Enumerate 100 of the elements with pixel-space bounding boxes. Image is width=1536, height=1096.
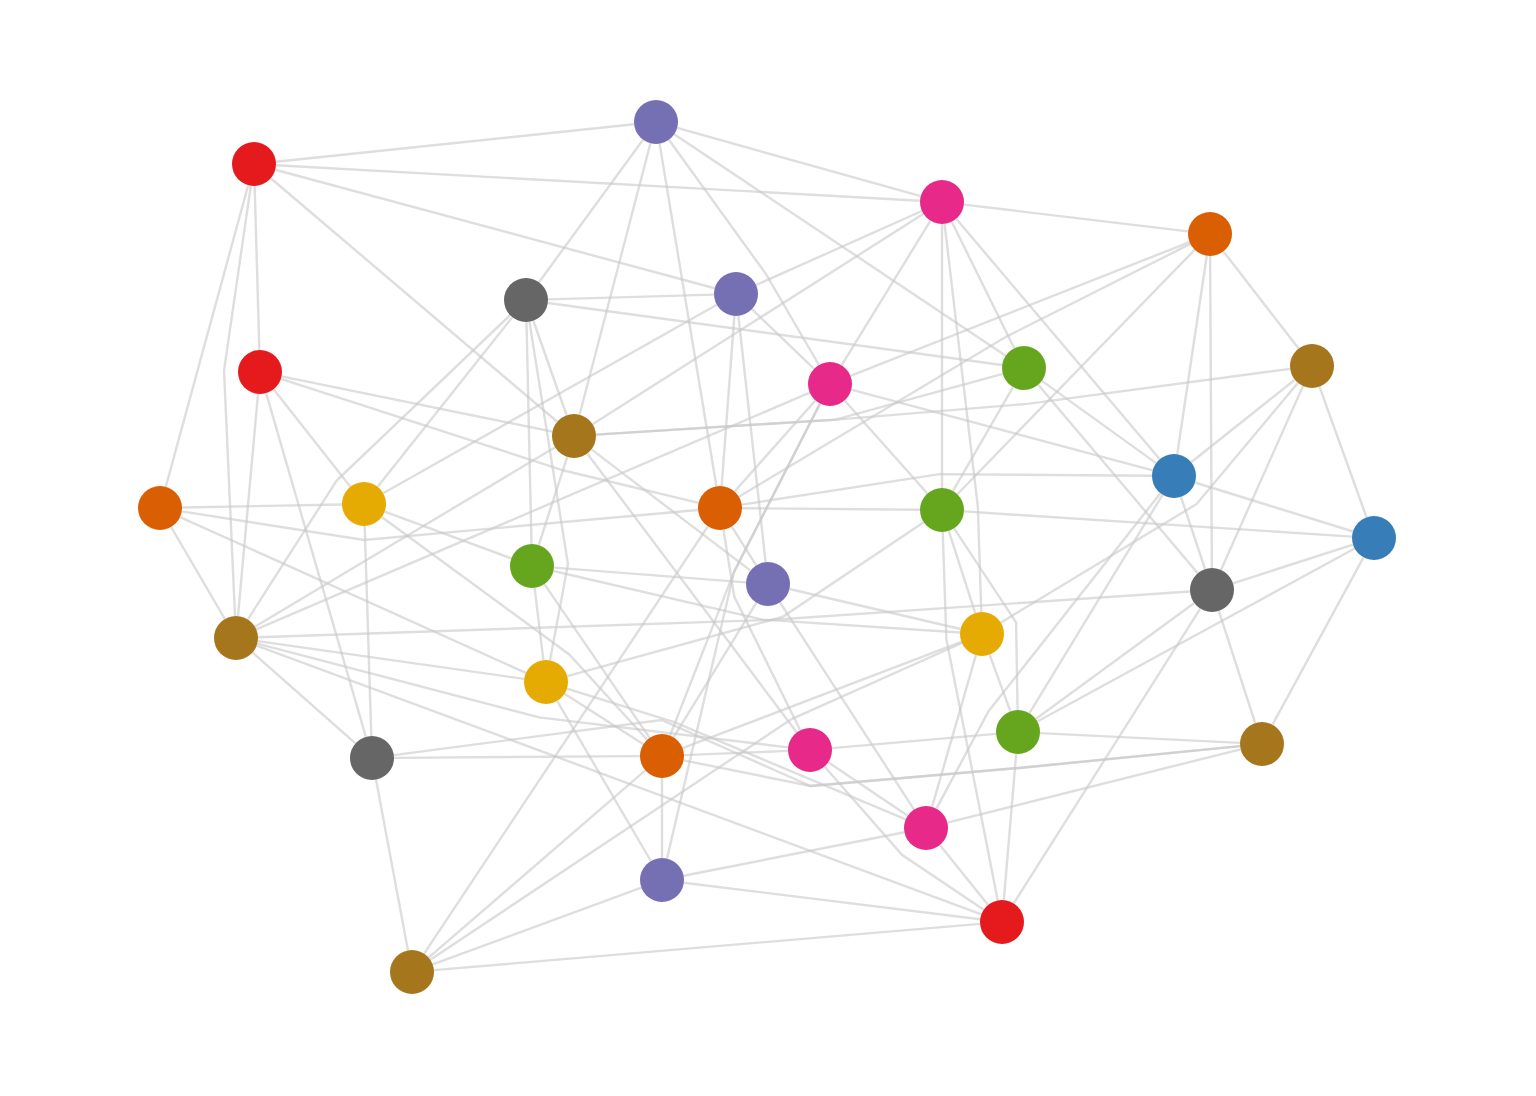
connection-line xyxy=(1318,386,1368,518)
network-node xyxy=(238,350,282,394)
connection-line xyxy=(751,308,815,370)
connection-line xyxy=(1036,547,1356,723)
connection-line xyxy=(556,700,652,862)
connection-line xyxy=(170,526,226,620)
connection-line xyxy=(823,765,985,911)
network-node xyxy=(634,100,678,144)
network-node xyxy=(504,278,548,322)
connection-line xyxy=(947,748,1241,824)
connection-line xyxy=(988,654,1012,712)
connection-line xyxy=(393,718,1241,788)
connection-line xyxy=(741,472,1152,506)
network-node xyxy=(996,710,1040,754)
connection-line xyxy=(257,590,1191,639)
connection-line xyxy=(951,386,1015,492)
network-node xyxy=(714,272,758,316)
connection-line xyxy=(755,209,923,287)
network-node xyxy=(904,806,948,850)
connection-line xyxy=(1217,610,1257,724)
network-node xyxy=(960,612,1004,656)
connection-line xyxy=(789,587,961,631)
connection-line xyxy=(672,602,758,738)
connection-line xyxy=(963,510,1353,538)
connection-line xyxy=(543,583,651,739)
network-node xyxy=(1290,344,1334,388)
connection-line xyxy=(429,641,963,961)
connection-line xyxy=(254,446,556,628)
network-node xyxy=(1190,568,1234,612)
network-node xyxy=(808,362,852,406)
connection-line xyxy=(683,831,905,877)
connection-line xyxy=(935,492,1162,810)
connection-line xyxy=(553,566,747,584)
network-node xyxy=(552,414,596,458)
connection-line xyxy=(525,321,533,545)
network-node xyxy=(788,728,832,772)
connection-line xyxy=(1012,607,1202,905)
connection-line xyxy=(264,392,368,738)
connection-line xyxy=(181,508,699,542)
network-node xyxy=(232,142,276,186)
connection-line xyxy=(257,639,525,681)
connection-line xyxy=(1208,256,1214,568)
connection-line xyxy=(280,377,699,505)
connection-line xyxy=(384,510,512,560)
connection-line xyxy=(251,651,357,745)
connection-line xyxy=(683,881,981,921)
connection-line xyxy=(930,654,978,808)
connection-line xyxy=(1041,379,1157,465)
connection-line xyxy=(955,218,1161,460)
connection-line xyxy=(850,240,1190,378)
network-node xyxy=(746,562,790,606)
connection-line xyxy=(676,126,922,198)
connection-line xyxy=(840,220,932,366)
network-node xyxy=(524,660,568,704)
connection-line xyxy=(181,503,343,509)
connection-line xyxy=(164,184,250,488)
network-node xyxy=(980,900,1024,944)
connection-line xyxy=(733,399,817,493)
connection-line xyxy=(956,248,1196,496)
connection-line xyxy=(722,529,802,731)
connection-line xyxy=(682,640,962,750)
network-node xyxy=(1352,516,1396,560)
network-node xyxy=(920,488,964,532)
connection-line xyxy=(281,375,553,433)
network-node xyxy=(1188,212,1232,256)
connection-line xyxy=(1035,602,1195,720)
connection-line xyxy=(427,769,647,959)
connection-line xyxy=(256,642,789,749)
connection-line xyxy=(1232,543,1354,585)
connection-line xyxy=(236,393,260,617)
connection-line xyxy=(1002,753,1018,901)
connection-line xyxy=(1037,384,1199,574)
connection-line xyxy=(683,749,789,757)
connection-line xyxy=(658,143,718,487)
connection-line xyxy=(547,293,715,301)
network-node xyxy=(390,950,434,994)
connection-line xyxy=(586,452,798,734)
connection-line xyxy=(940,224,944,488)
connection-line xyxy=(578,143,652,415)
connection-line xyxy=(941,531,999,901)
connection-line xyxy=(950,221,1016,349)
connection-line xyxy=(778,601,916,811)
connection-line xyxy=(255,391,811,631)
connection-line xyxy=(1219,385,1305,571)
connection-line xyxy=(533,587,545,661)
connection-line xyxy=(1028,494,1164,714)
connection-line xyxy=(843,399,929,495)
connection-line xyxy=(528,321,570,661)
connection-line xyxy=(433,922,981,972)
connection-line xyxy=(1179,496,1207,570)
connection-line xyxy=(363,525,373,737)
connection-line xyxy=(673,133,1007,357)
connection-line xyxy=(566,521,925,678)
connection-line xyxy=(1222,250,1300,350)
connection-line xyxy=(660,778,664,858)
connection-line xyxy=(850,388,1154,472)
connection-line xyxy=(566,687,907,821)
connection-line xyxy=(1194,481,1354,533)
connection-line xyxy=(831,732,997,750)
connection-line xyxy=(737,315,767,563)
